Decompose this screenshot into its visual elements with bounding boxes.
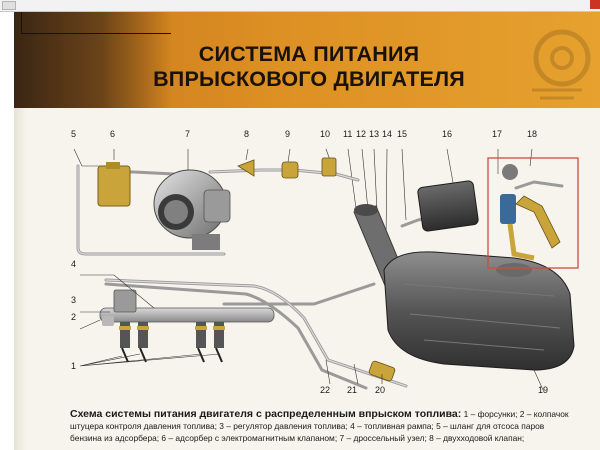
callout-13: 13: [369, 129, 380, 139]
caption-line-1: Схема системы питания двигателя с распре…: [70, 408, 594, 420]
adsorber-canister: [97, 165, 131, 207]
callout-3: 3: [71, 295, 77, 305]
gravity-valve: [281, 161, 299, 179]
fuel-filter: [368, 360, 396, 382]
callout-12: 12: [356, 129, 367, 139]
document-page: СИСТЕМА ПИТАНИЯ ВПРЫСКОВОГО ДВИГАТЕЛЯ: [14, 12, 600, 450]
callout-6: 6: [110, 129, 116, 139]
callout-21: 21: [347, 385, 358, 395]
fuel-tank: [383, 251, 575, 371]
page-tab-handle[interactable]: [2, 1, 16, 10]
callout-7: 7: [185, 129, 191, 139]
close-corner-icon[interactable]: [590, 0, 600, 9]
fuel-rail: [99, 307, 275, 323]
fuel-system-diagram: [73, 148, 579, 393]
callout-18: 18: [527, 129, 538, 139]
two-way-valve: [237, 159, 255, 177]
callout-16: 16: [442, 129, 453, 139]
callout-9: 9: [285, 129, 291, 139]
page-title: СИСТЕМА ПИТАНИЯ ВПРЫСКОВОГО ДВИГАТЕЛЯ: [139, 42, 479, 92]
banner-dark-gradient: [14, 12, 172, 108]
caption-line-2: штуцера контроля давления топлива; 3 – р…: [70, 421, 545, 431]
safety-valve: [321, 157, 337, 177]
title-banner: СИСТЕМА ПИТАНИЯ ВПРЫСКОВОГО ДВИГАТЕЛЯ: [14, 12, 600, 108]
callout-10: 10: [320, 129, 331, 139]
pressure-test-cap: [102, 316, 114, 326]
fuel-pump-highlight: [487, 157, 579, 269]
callout-8: 8: [244, 129, 250, 139]
callout-22: 22: [320, 385, 331, 395]
throttle-body: [153, 169, 231, 250]
injectors: [119, 322, 225, 363]
page-binding-shadow: [14, 108, 26, 450]
caption-line-3: бензина из адсорбера; 6 – адсорбер с эле…: [70, 433, 525, 443]
callout-19: 19: [538, 385, 549, 395]
fuel-pump-module: [500, 164, 561, 261]
caption-title: Схема системы питания двигателя с распре…: [70, 408, 462, 420]
callout-15: 15: [397, 129, 408, 139]
callout-14: 14: [382, 129, 393, 139]
banner-corner-rule-horizontal: [21, 33, 171, 34]
callout-5: 5: [71, 129, 77, 139]
side-leader-lines: [79, 274, 545, 393]
callout-11: 11: [343, 129, 353, 139]
page-title-line-1: СИСТЕМА ПИТАНИЯ: [198, 42, 420, 66]
vapor-separator: [417, 180, 479, 232]
callout-4: 4: [71, 259, 77, 269]
pressure-regulator: [113, 289, 137, 313]
callout-1: 1: [71, 361, 77, 371]
callout-20: 20: [375, 385, 386, 395]
callout-2: 2: [71, 312, 77, 322]
viewer-top-strip: [0, 0, 600, 12]
caption-line-1-rest: 1 – форсунки; 2 – колпачок: [461, 409, 569, 419]
callout-17: 17: [492, 129, 503, 139]
fuel-rail-assembly: [99, 289, 275, 363]
banner-corner-rule-vertical: [21, 12, 22, 34]
figure-caption: Схема системы питания двигателя с распре…: [70, 408, 594, 444]
gear-watermark-icon: [532, 29, 591, 100]
page-title-line-2: ВПРЫСКОВОГО ДВИГАТЕЛЯ: [153, 67, 465, 91]
